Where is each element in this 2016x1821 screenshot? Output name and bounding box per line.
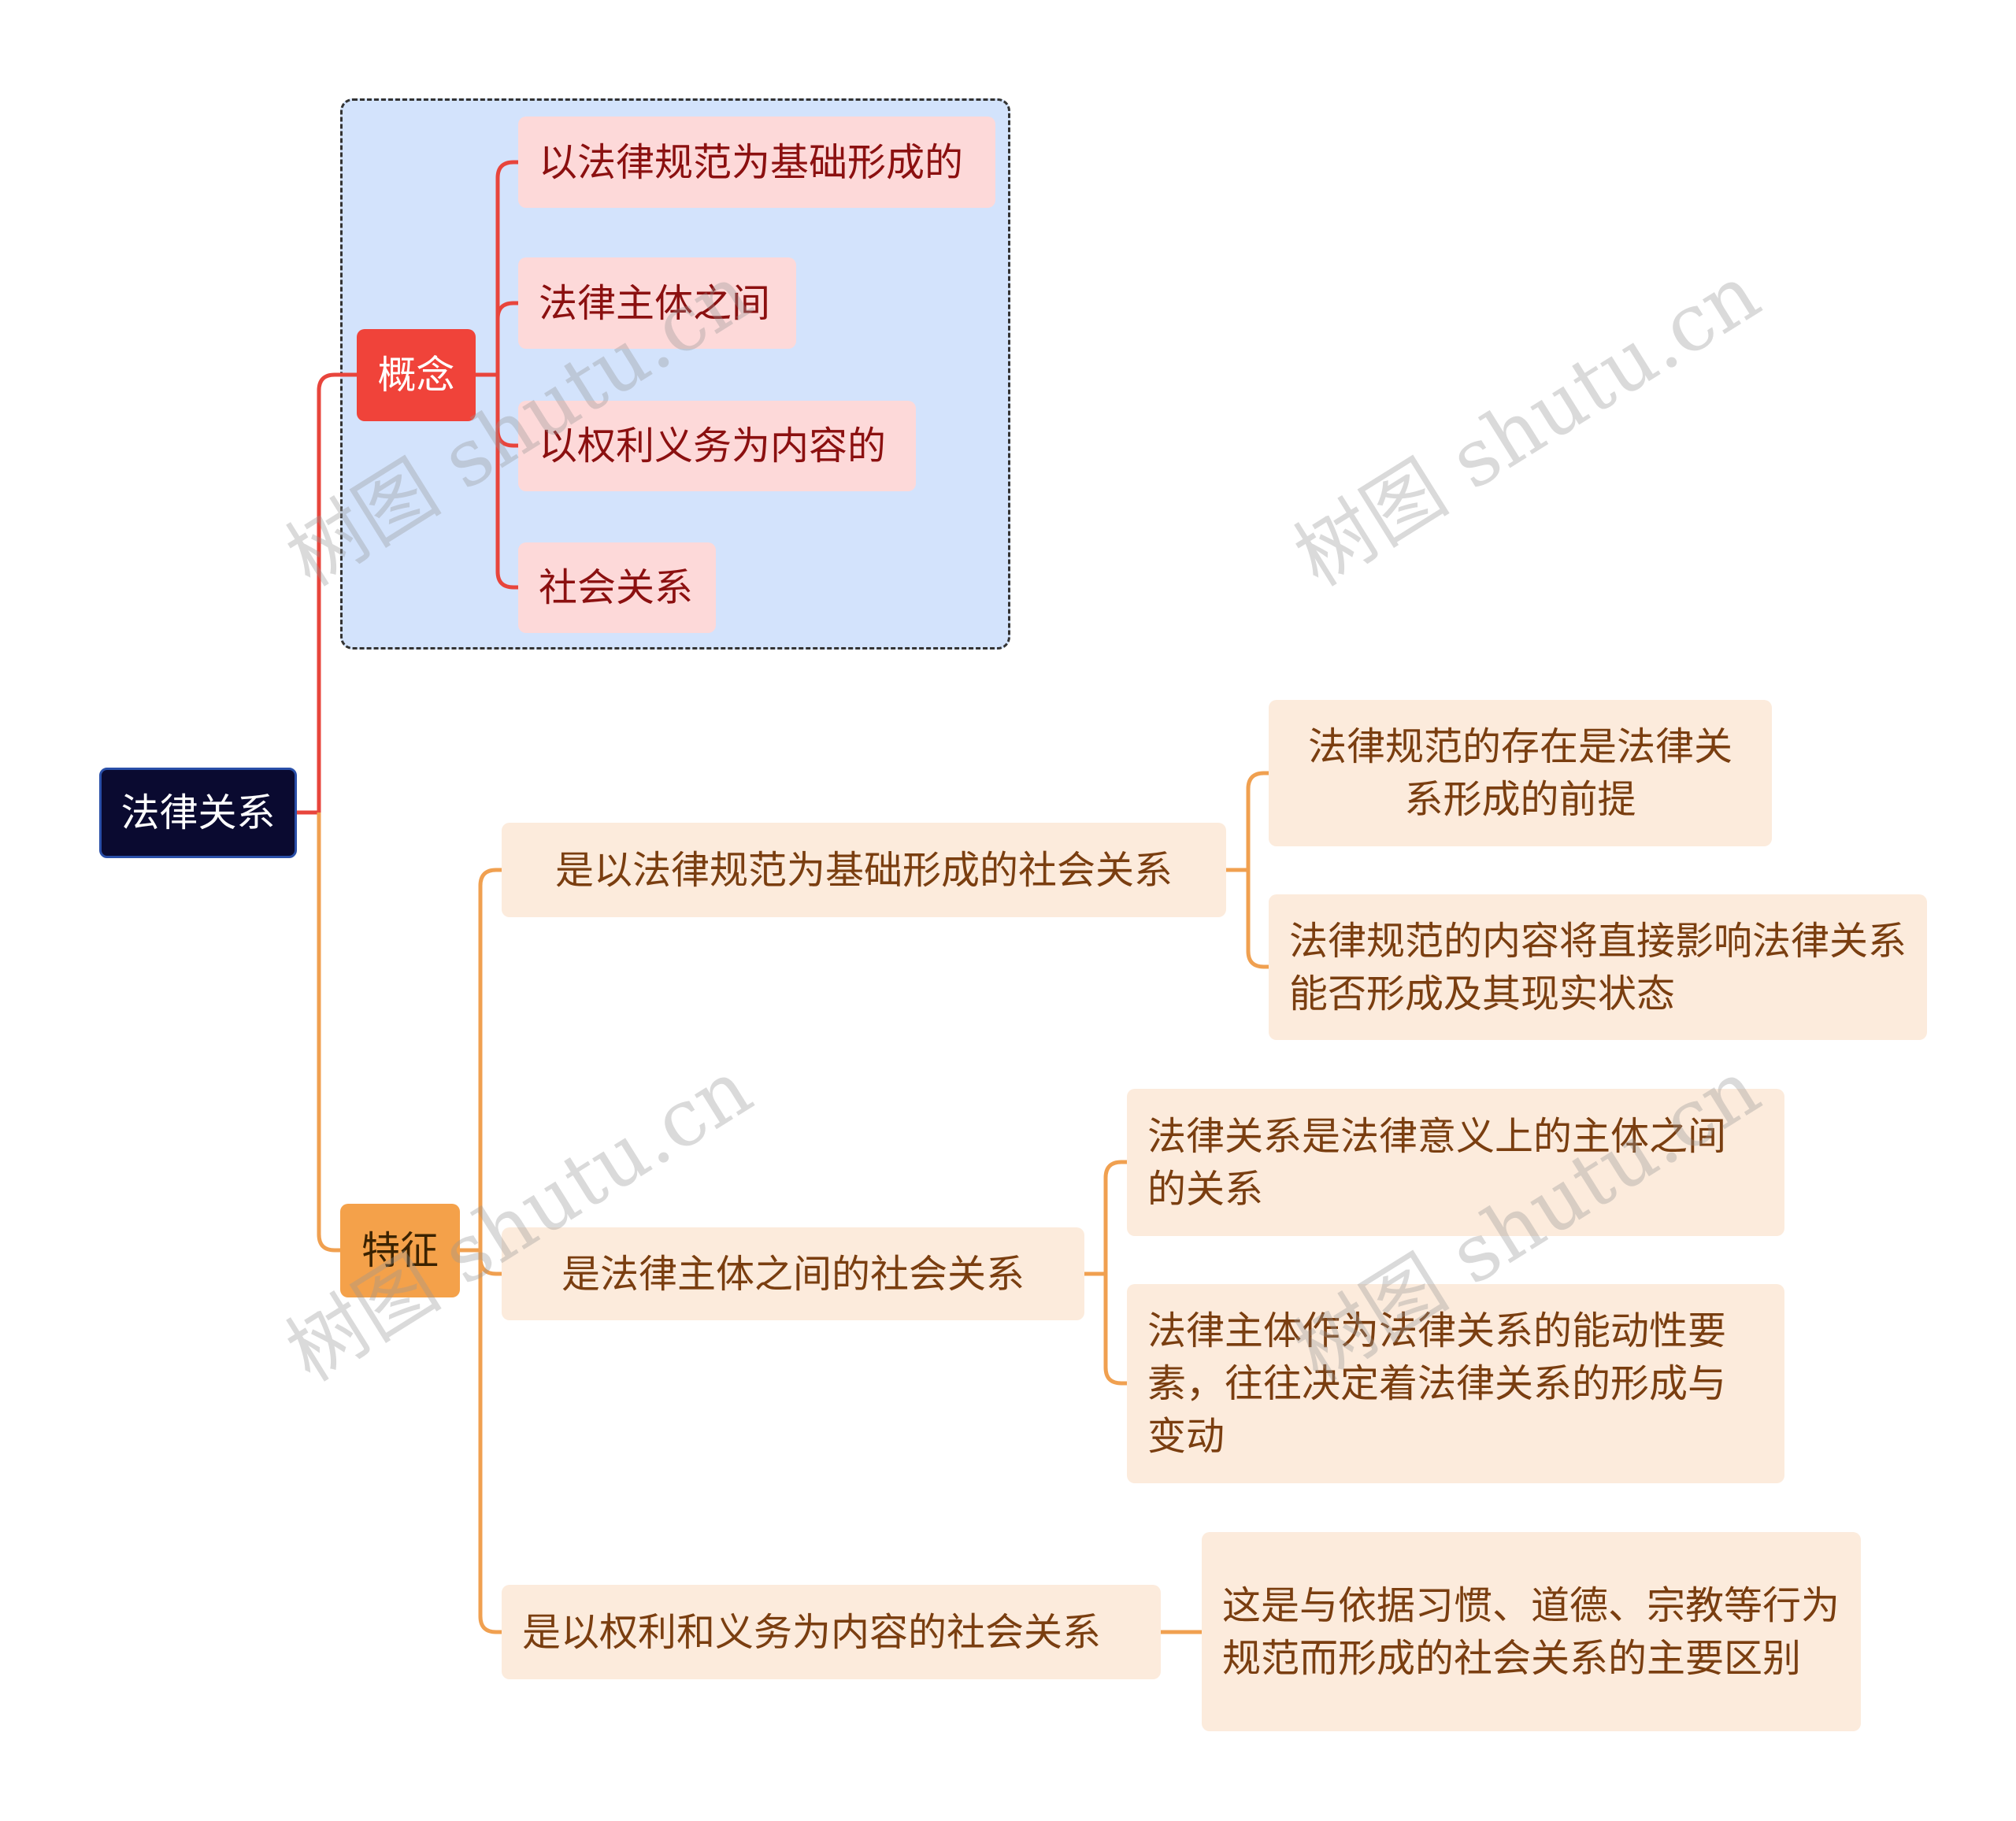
feature-item[interactable]: 是法律主体之间的社会关系 <box>502 1227 1084 1320</box>
concept-label: 概念 <box>377 353 455 398</box>
concept-node[interactable]: 概念 <box>357 329 476 421</box>
feature-detail[interactable]: 法律关系是法律意义上的主体之间的关系 <box>1127 1089 1784 1236</box>
leaf-text: 社会关系 <box>539 565 694 610</box>
concept-leaf[interactable]: 以权利义务为内容的 <box>518 401 916 491</box>
item-text: 是法律主体之间的社会关系 <box>561 1251 1025 1297</box>
feature-item[interactable]: 是以法律规范为基础形成的社会关系 <box>502 823 1226 917</box>
concept-leaf[interactable]: 以法律规范为基础形成的 <box>518 117 995 208</box>
detail-text: 这是与依据习惯、道德、宗教等行为规范而形成的社会关系的主要区别 <box>1222 1582 1840 1681</box>
concept-leaf[interactable]: 社会关系 <box>518 542 716 633</box>
leaf-text: 以法律规范为基础形成的 <box>539 139 964 185</box>
detail-text: 法律规范的内容将直接影响法律关系能否形成及其现实状态 <box>1289 918 1907 1016</box>
feature-node[interactable]: 特征 <box>340 1204 460 1297</box>
detail-text: 法律关系是法律意义上的主体之间的关系 <box>1147 1113 1727 1212</box>
feature-detail[interactable]: 法律主体作为法律关系的能动性要素，往往决定着法律关系的形成与变动 <box>1127 1284 1784 1483</box>
root-node[interactable]: 法律关系 <box>99 768 297 858</box>
detail-text: 法律主体作为法律关系的能动性要素，往往决定着法律关系的形成与变动 <box>1147 1308 1727 1459</box>
concept-leaf[interactable]: 法律主体之间 <box>518 257 796 349</box>
feature-label: 特征 <box>361 1228 439 1273</box>
connector-root-concept <box>297 372 357 815</box>
leaf-text: 法律主体之间 <box>539 280 771 326</box>
feature-detail[interactable]: 法律规范的存在是法律关系形成的前提 <box>1269 700 1772 846</box>
item-text: 是以权利和义务为内容的社会关系 <box>522 1609 1102 1655</box>
connector-root-feature <box>317 812 340 1253</box>
feature-detail[interactable]: 这是与依据习惯、道德、宗教等行为规范而形成的社会关系的主要区别 <box>1202 1532 1861 1731</box>
detail-text: 法律规范的存在是法律关系形成的前提 <box>1307 724 1732 822</box>
leaf-text: 以权利义务为内容的 <box>539 424 887 468</box>
feature-detail[interactable]: 法律规范的内容将直接影响法律关系能否形成及其现实状态 <box>1269 894 1927 1040</box>
item-text: 是以法律规范为基础形成的社会关系 <box>554 847 1173 893</box>
root-label: 法律关系 <box>120 790 276 835</box>
feature-item[interactable]: 是以权利和义务为内容的社会关系 <box>502 1585 1161 1679</box>
